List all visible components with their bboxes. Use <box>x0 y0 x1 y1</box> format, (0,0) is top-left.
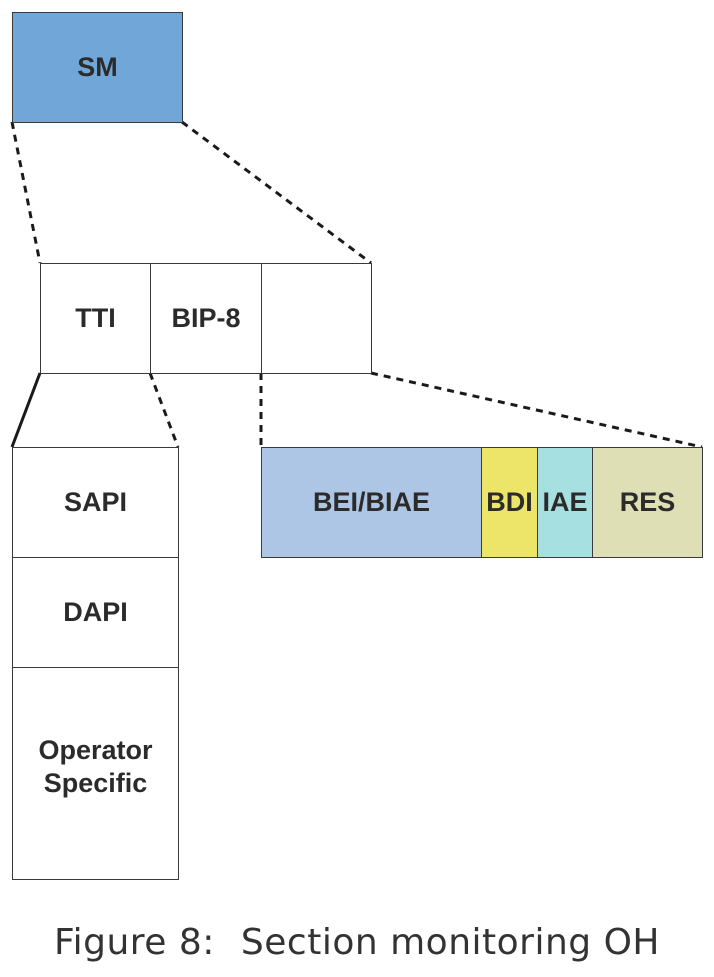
figure-number: Figure 8: <box>54 922 215 963</box>
operator-specific-field: Operator Specific <box>12 667 179 880</box>
tti-to-subfields-right-connector <box>148 372 180 448</box>
tti-field: TTI <box>40 263 151 374</box>
figure-title: Section monitoring OH <box>240 922 660 963</box>
sm-to-fields-left-connector <box>10 121 42 264</box>
bdi-field: BDI <box>481 447 538 558</box>
status-to-bits-right-connector <box>370 371 703 449</box>
iae-field: IAE <box>537 447 593 558</box>
figure-caption: Figure 8: Section monitoring OH <box>0 922 714 963</box>
sm-to-fields-right-connector <box>181 120 372 265</box>
status-field <box>261 263 372 374</box>
sm-box: SM <box>12 12 183 123</box>
sapi-field: SAPI <box>12 447 179 558</box>
bip8-field: BIP-8 <box>150 263 262 374</box>
tti-to-subfields-left-connector <box>10 372 42 448</box>
res-field: RES <box>592 447 703 558</box>
bei-biae-field: BEI/BIAE <box>261 447 482 558</box>
dapi-field: DAPI <box>12 557 179 668</box>
